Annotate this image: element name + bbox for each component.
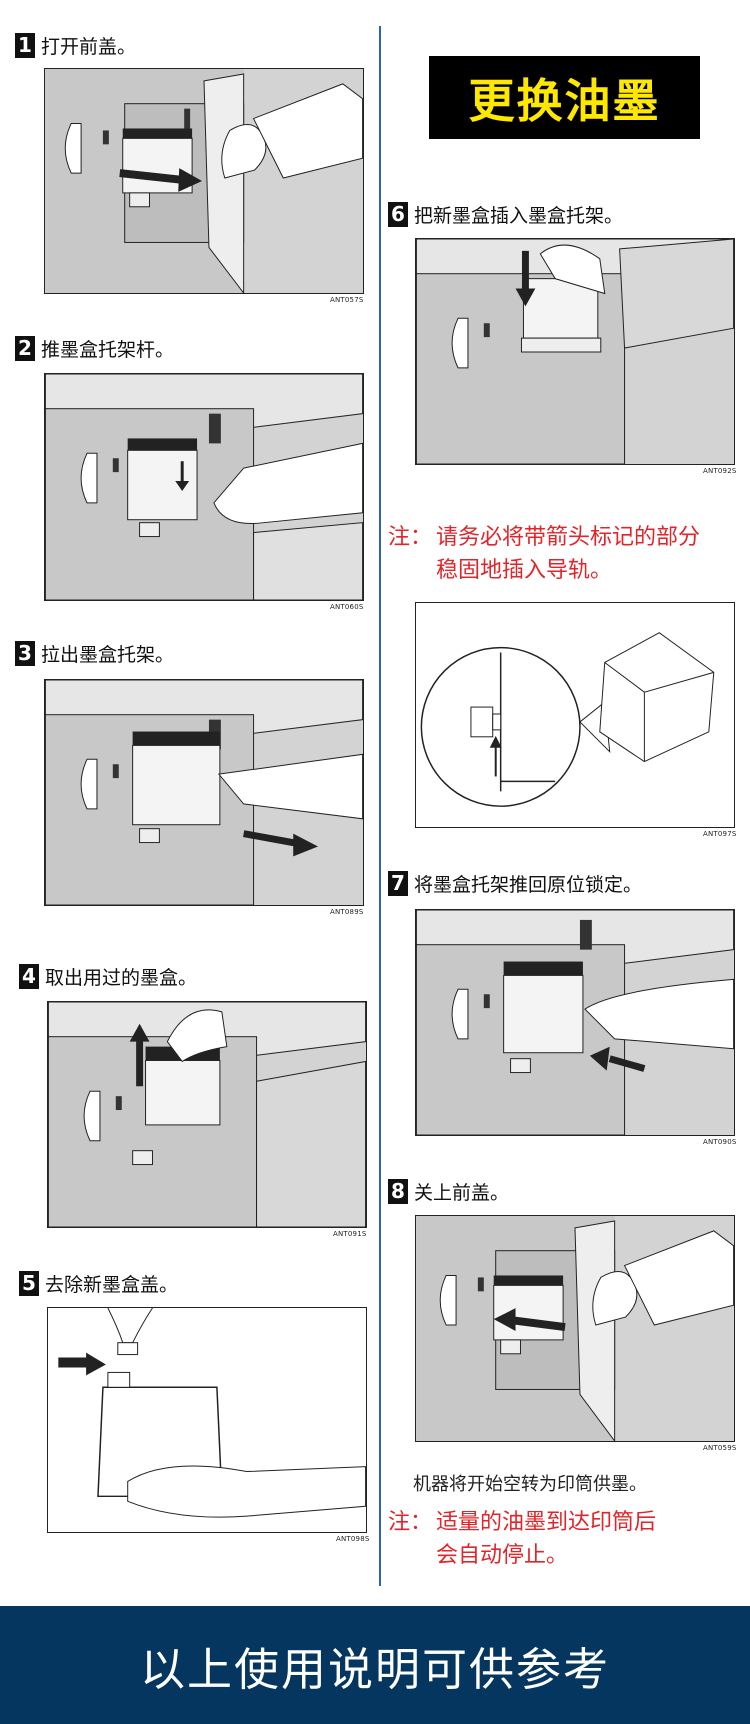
step-1-illustration — [44, 68, 364, 294]
note-guide-rail: 注：请务必将带箭头标记的部分 稳固地插入导轨。 — [388, 521, 700, 587]
step-number: 6 — [388, 202, 408, 227]
guide-rail-detail-illustration — [415, 602, 735, 828]
step-8-illustration — [415, 1215, 735, 1442]
note-auto-stop: 注：适量的油墨到达印筒后 会自动停止。 — [388, 1506, 656, 1572]
step-1-heading: 1 打开前盖。 — [15, 32, 136, 59]
push-cartridge-lever-drawing — [45, 374, 363, 600]
step-text: 拉出墨盒托架。 — [41, 644, 175, 666]
close-front-cover-drawing — [416, 1216, 734, 1441]
figure-code: ANT092S — [703, 467, 737, 475]
figure-code: ANT090S — [703, 1138, 737, 1146]
figure-code: ANT057S — [330, 296, 364, 304]
step-text: 将墨盒托架推回原位锁定。 — [414, 874, 643, 896]
note-label: 注： — [388, 525, 433, 550]
title-banner: 更换油墨 — [429, 56, 700, 139]
remove-used-cartridge-drawing — [48, 1002, 366, 1227]
footer-text: 以上使用说明可供参考 — [139, 1642, 610, 1696]
note-line-2: 会自动停止。 — [436, 1543, 569, 1568]
figure-code: ANT097S — [703, 830, 737, 838]
figure-code: ANT060S — [330, 603, 364, 611]
pull-out-cartridge-holder-drawing — [45, 680, 363, 905]
note-label: 注： — [388, 1510, 433, 1535]
push-holder-back-drawing — [416, 910, 734, 1135]
step-3-illustration — [44, 679, 364, 906]
step-text: 去除新墨盒盖。 — [45, 1274, 179, 1296]
step-text: 把新墨盒插入墨盒托架。 — [414, 205, 624, 227]
step-number: 5 — [19, 1271, 39, 1296]
open-front-cover-drawing — [45, 69, 363, 293]
step-2-heading: 2 推墨盒托架杆。 — [15, 335, 174, 362]
step-text: 取出用过的墨盒。 — [45, 967, 198, 989]
note-line-1: 适量的油墨到达印筒后 — [436, 1510, 657, 1535]
step-6-heading: 6 把新墨盒插入墨盒托架。 — [388, 201, 623, 228]
step-5-illustration — [47, 1307, 367, 1533]
footer-banner: 以上使用说明可供参考 — [0, 1606, 750, 1724]
step-7-heading: 7 将墨盒托架推回原位锁定。 — [388, 870, 642, 897]
step-6-illustration — [415, 238, 735, 465]
step-8-heading: 8 关上前盖。 — [388, 1178, 509, 1205]
column-divider — [379, 26, 381, 1586]
step-2-illustration — [44, 373, 364, 601]
figure-code: ANT091S — [333, 1230, 367, 1238]
remove-cartridge-cap-drawing — [58, 1308, 366, 1518]
insert-new-cartridge-drawing — [416, 239, 734, 464]
step-text: 推墨盒托架杆。 — [41, 339, 175, 361]
note-line-2: 稳固地插入导轨。 — [436, 558, 613, 583]
step-number: 7 — [388, 871, 408, 896]
step-number: 8 — [388, 1179, 408, 1204]
idle-spin-info: 机器将开始空转为印筒供墨。 — [413, 1474, 647, 1495]
step-number: 4 — [19, 964, 39, 989]
step-5-heading: 5 去除新墨盒盖。 — [19, 1270, 178, 1297]
step-text: 打开前盖。 — [41, 36, 137, 58]
step-4-heading: 4 取出用过的墨盒。 — [19, 963, 197, 990]
page-title: 更换油墨 — [468, 73, 661, 128]
note-line-1: 请务必将带箭头标记的部分 — [436, 525, 701, 550]
step-number: 3 — [15, 641, 35, 666]
figure-code: ANT098S — [336, 1535, 370, 1543]
step-text: 关上前盖。 — [414, 1182, 510, 1204]
step-7-illustration — [415, 909, 735, 1136]
step-3-heading: 3 拉出墨盒托架。 — [15, 640, 174, 667]
figure-code: ANT089S — [330, 908, 364, 916]
step-number: 2 — [15, 336, 35, 361]
step-number: 1 — [15, 33, 35, 58]
step-4-illustration — [47, 1001, 367, 1228]
arrow-mark-detail-drawing — [420, 632, 715, 807]
figure-code: ANT059S — [703, 1444, 737, 1452]
